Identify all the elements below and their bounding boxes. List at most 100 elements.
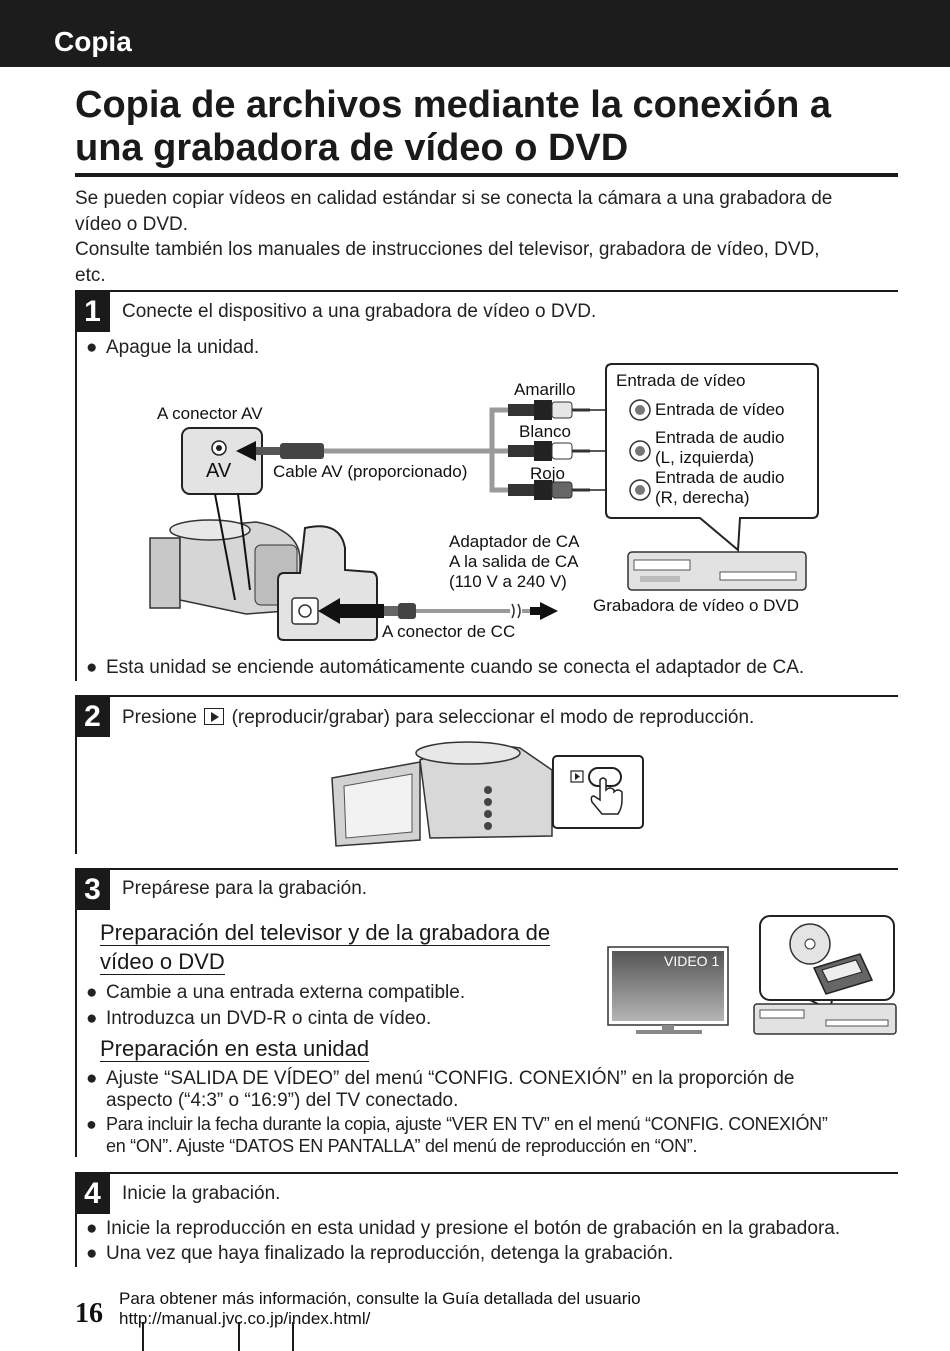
- av-arrow-icon: [236, 441, 256, 461]
- section-header-bar: Copia: [0, 0, 950, 67]
- step-4-bullet: ● Una vez que haya finalizado la reproduc…: [86, 1243, 673, 1265]
- audio-l-input-label: Entrada de audio (L, izquierda): [655, 428, 785, 468]
- input-box-title: Entrada de vídeo: [616, 371, 746, 390]
- tv-heading-line-1: Preparación del televisor y de la grabad…: [100, 920, 551, 946]
- bullet-icon: ●: [86, 1008, 98, 1029]
- step-4-instruction: Inicie la grabación.: [122, 1183, 281, 1204]
- unit-prep-bullet: ● Para incluir la fecha durante la copia,…: [86, 1113, 828, 1157]
- audio-l-line-2: (L, izquierda): [655, 448, 755, 467]
- bullet-text-continued: en “ON”. Ajuste “DATOS EN PANTALLA” del …: [106, 1136, 698, 1156]
- intro-line: etc.: [75, 264, 106, 286]
- tv-prep-bullet: ● Cambie a una entrada externa compatible…: [86, 982, 465, 1004]
- intro-line: Consulte también los manuales de instruc…: [75, 239, 820, 260]
- audio-l-line-1: Entrada de audio: [655, 428, 785, 447]
- rca-plug-white: [508, 441, 590, 461]
- step-1-instruction: Conecte el dispositivo a una grabadora d…: [122, 301, 597, 322]
- av-port-icon: [211, 440, 227, 456]
- ac-adapter-label: Adaptador de CA A la salida de CA (110 V…: [449, 532, 579, 592]
- bullet-text: Introduzca un DVD-R o cinta de vídeo.: [106, 1008, 432, 1029]
- tv-prep-bullet: ● Introduzca un DVD-R o cinta de vídeo.: [86, 1008, 431, 1030]
- audio-l-jack-icon: [629, 440, 651, 462]
- step-3-instruction: Prepárese para la grabación.: [122, 878, 368, 899]
- dc-connector-callout: [277, 525, 378, 641]
- ac-adapter-line-3: (110 V a 240 V): [449, 572, 567, 591]
- page-title-line-2: una grabadora de vídeo o DVD: [75, 127, 629, 169]
- footer-line-1: Para obtener más información, consulte l…: [119, 1289, 641, 1308]
- footer-url[interactable]: http://manual.jvc.co.jp/index.html/: [119, 1309, 371, 1328]
- intro-line: vídeo o DVD.: [75, 213, 188, 235]
- bullet-icon: ●: [86, 982, 98, 1003]
- bullet-text: Para incluir la fecha durante la copia, …: [106, 1114, 828, 1134]
- dvd-disc-icon: [789, 923, 831, 965]
- bullet-icon: ●: [86, 337, 98, 358]
- bullet-icon: ●: [86, 657, 98, 678]
- media-callout: [759, 915, 895, 1001]
- step-2-number: 2: [75, 696, 110, 737]
- title-divider: [75, 173, 898, 177]
- ac-adapter-line-2: A la salida de CA: [449, 552, 579, 571]
- intro-line: Se pueden copiar vídeos en calidad están…: [75, 188, 833, 209]
- av-cable-label: Cable AV (proporcionado): [273, 462, 468, 481]
- page-title: Copia de archivos mediante la conexión a…: [75, 84, 905, 170]
- step-4-divider: [75, 1172, 898, 1174]
- step-4-number: 4: [75, 1173, 110, 1214]
- unit-heading-text: Preparación en esta unidad: [100, 1036, 370, 1062]
- audio-r-line-1: Entrada de audio: [655, 468, 785, 487]
- step-2-text-before: Presione: [122, 707, 197, 728]
- video-input-jack-icon: [629, 399, 651, 421]
- bullet-text: Apague la unidad.: [106, 337, 260, 358]
- page-number: 16: [75, 1298, 103, 1329]
- unit-prep-bullet: ● Ajuste “SALIDA DE VÍDEO” del menú “CONF…: [86, 1068, 794, 1112]
- step-4-side-rule: [75, 1173, 77, 1267]
- step-3-side-rule: [75, 869, 77, 1157]
- bullet-text: Cambie a una entrada externa compatible.: [106, 982, 466, 1003]
- intro-paragraph: Se pueden copiar vídeos en calidad están…: [75, 186, 905, 288]
- tv-recorder-prep-heading: Preparación del televisor y de la grabad…: [100, 918, 551, 976]
- ac-outlet-arrow-icon: [540, 602, 558, 620]
- footer-reference: Para obtener más información, consulte l…: [119, 1289, 641, 1329]
- step-2-divider: [75, 695, 898, 697]
- bullet-text: Inicie la reproducción en esta unidad y …: [106, 1218, 841, 1239]
- rca-plug-yellow: [508, 400, 590, 420]
- video-input-label: Entrada de vídeo: [655, 400, 785, 419]
- step-3-number: 3: [75, 869, 110, 910]
- step-4-bullet: ● Inicie la reproducción en esta unidad y…: [86, 1218, 840, 1240]
- dvd-recorder-illustration: [627, 551, 807, 591]
- tv-heading-line-2: vídeo o DVD: [100, 949, 225, 975]
- recorder-label: Grabadora de vídeo o DVD: [593, 596, 800, 615]
- step-1-number: 1: [75, 291, 110, 332]
- section-title: Copia: [54, 26, 132, 57]
- step-2-instruction: Presione (reproducir/grabar) para selecc…: [122, 707, 754, 729]
- av-connector-label: A conector AV: [157, 404, 263, 423]
- unit-prep-heading: Preparación en esta unidad: [100, 1034, 370, 1063]
- tv-screen-label: VIDEO 1: [664, 953, 720, 969]
- play-button-callout: [552, 755, 644, 829]
- bullet-text-continued: aspecto (“4:3” o “16:9”) del TV conectad…: [106, 1090, 459, 1111]
- dc-arrow-icon: [318, 598, 340, 624]
- bullet-icon: ●: [86, 1068, 98, 1089]
- step-2-text-after: (reproducir/grabar) para seleccionar el …: [231, 707, 755, 728]
- step-1-side-rule: [75, 291, 77, 681]
- camcorder-illustration: [149, 519, 301, 615]
- yellow-plug-label: Amarillo: [514, 380, 576, 399]
- step-1-bullet: ● Apague la unidad.: [86, 337, 259, 359]
- step-2-side-rule: [75, 696, 77, 854]
- bullet-text: Una vez que haya finalizado la reproducc…: [106, 1243, 674, 1264]
- bullet-icon: ●: [86, 1218, 98, 1239]
- index-tick: [142, 1322, 144, 1351]
- bullet-text: Esta unidad se enciende automáticamente …: [106, 657, 805, 678]
- video-cassette-icon: [812, 953, 874, 995]
- page-title-line-1: Copia de archivos mediante la conexión a: [75, 84, 832, 126]
- ac-adapter-line-1: Adaptador de CA: [449, 532, 580, 551]
- red-plug-label: Rojo: [530, 464, 565, 483]
- bullet-icon: ●: [86, 1114, 97, 1134]
- bullet-text: Ajuste “SALIDA DE VÍDEO” del menú “CONFI…: [106, 1068, 795, 1089]
- index-tick: [238, 1322, 240, 1351]
- audio-r-input-label: Entrada de audio (R, derecha): [655, 468, 785, 508]
- audio-r-line-2: (R, derecha): [655, 488, 750, 507]
- bullet-icon: ●: [86, 1243, 98, 1264]
- white-plug-label: Blanco: [519, 422, 571, 441]
- step-1-divider: [75, 290, 898, 292]
- index-tick: [292, 1322, 294, 1351]
- pointing-hand-icon: [590, 777, 623, 815]
